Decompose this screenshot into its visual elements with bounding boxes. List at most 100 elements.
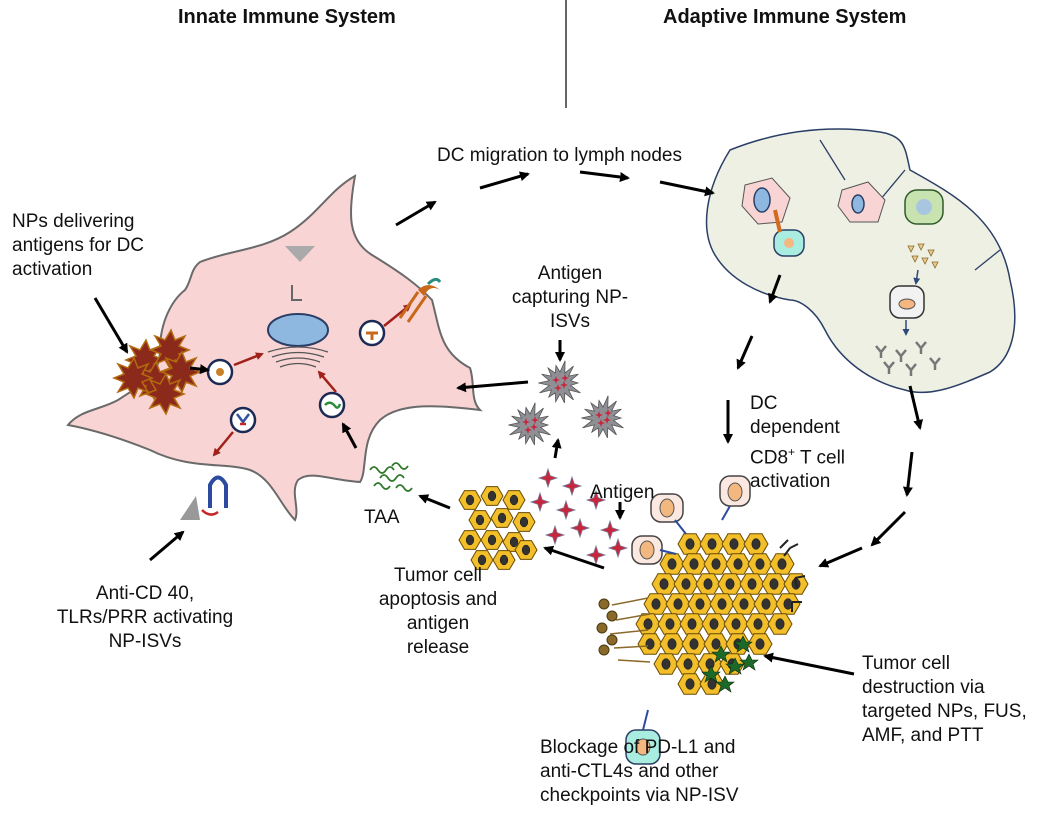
receptor-bottom (180, 475, 228, 520)
taa-fragments (369, 462, 413, 492)
golgi-apparatus (267, 346, 329, 368)
tumor-cell (721, 533, 747, 555)
tumor-t-cell-1 (650, 493, 687, 535)
antigen-sparkle (537, 467, 559, 489)
receptor-top-right (398, 277, 442, 323)
ln-dendritic-cell-2 (837, 181, 886, 223)
tumor-cell (745, 613, 771, 635)
apoptotic-cell (502, 490, 526, 510)
dc-nucleus (267, 313, 329, 347)
apoptotic-cell (480, 486, 504, 506)
tumor-cell (657, 613, 683, 635)
np-isv-particles (508, 360, 624, 446)
tumor-cell (739, 573, 765, 595)
apoptotic-cell (490, 508, 514, 528)
tumor-cell (767, 613, 793, 635)
tumor-cluster (609, 533, 809, 695)
tumor-cell (743, 533, 769, 555)
tumor-cell (677, 673, 703, 695)
tumor-cell (635, 613, 661, 635)
tumor-apoptosis-label: Tumor cell apoptosis and antigen release (378, 565, 498, 658)
np-delivering-label: NPs delivering antigens for DC activatio… (12, 211, 145, 280)
blockage-label: Blockage of PD-L1 and anti-CTL4s and oth… (540, 737, 739, 806)
ln-b-cell (904, 189, 944, 225)
apoptotic-cell (458, 530, 482, 550)
tumor-cell (659, 553, 685, 575)
tumor-cell (681, 553, 707, 575)
endosome-3 (229, 406, 257, 434)
tumor-cell (747, 633, 773, 655)
np-tether (613, 645, 649, 649)
tumor-cell (717, 573, 743, 595)
antigen-sparkle (544, 524, 566, 546)
np-antigen-cluster (111, 328, 203, 416)
apoptotic-cell (480, 530, 504, 550)
antigen-sparkle (607, 537, 629, 559)
tumor-cell (677, 533, 703, 555)
dc-dependent-label: DC dependent CD8+ T cell activation (750, 393, 846, 493)
tumor-cell (699, 533, 725, 555)
np-tether (609, 629, 649, 635)
tumor-cell (731, 593, 757, 615)
antigen-label: Antigen (590, 482, 655, 503)
taa-label: TAA (364, 507, 400, 528)
tumor-cell (753, 593, 779, 615)
endosome-1 (206, 358, 234, 386)
endosome-2 (358, 319, 386, 347)
tumor-t-cell-4 (625, 709, 661, 765)
tumor-cell (665, 593, 691, 615)
antigen-sparkle (569, 517, 591, 539)
ln-t-cell-1 (773, 209, 805, 257)
tumor-cell (673, 573, 699, 595)
np-isv (581, 395, 624, 439)
innate-immune-header: Innate Immune System (178, 6, 396, 28)
flow-arrows (93, 170, 924, 676)
tumor-cell (761, 573, 787, 595)
tumor-cell (775, 593, 801, 615)
apoptotic-cell (514, 540, 538, 560)
tumor-cell (725, 553, 751, 575)
dendritic-cell (66, 174, 483, 522)
apoptotic-cell (468, 510, 492, 530)
tumor-destruction-label: Tumor cell destruction via targeted NPs,… (862, 653, 1027, 746)
ln-plasma-cell (889, 285, 925, 319)
apoptotic-cell (512, 512, 536, 532)
fus-nps-left (596, 598, 618, 656)
np-isv (508, 402, 551, 446)
antigen-sparkle (585, 544, 607, 566)
tumor-cell (695, 573, 721, 595)
ln-antibodies (875, 341, 941, 376)
tumor-cell (653, 653, 679, 675)
tumor-cell (687, 593, 713, 615)
free-antigens (529, 467, 629, 566)
np-tether (617, 659, 651, 663)
antigen-sparkle (561, 475, 583, 497)
ln-dendritic-cell-1 (741, 177, 791, 225)
tumor-cell (709, 593, 735, 615)
tumor-t-cell-3 (631, 535, 677, 565)
tumor-cell (681, 633, 707, 655)
antigen-capturing-label: Antigen capturing NP- ISVs (511, 263, 629, 332)
ptt-stars (701, 635, 759, 693)
antigen-sparkle (555, 499, 577, 521)
dc-migration-label: DC migration to lymph nodes (437, 145, 682, 166)
lymph-node (705, 128, 1016, 394)
apoptotic-tumor-cells (458, 486, 538, 570)
np-tether (611, 597, 649, 606)
tumor-cell (703, 633, 729, 655)
tumor-cell (637, 633, 663, 655)
anti-cd40-label: Anti-CD 40, TLRs/PRR activating NP-ISVs (56, 583, 234, 652)
antigen-sparkle (529, 491, 551, 513)
np-isv (538, 360, 581, 404)
tumor-cell (701, 613, 727, 635)
apoptotic-cell (458, 490, 482, 510)
tumor-cell (723, 613, 749, 635)
tumor-cell (703, 553, 729, 575)
tumor-cell (747, 553, 773, 575)
tumor-t-cell-2 (719, 475, 751, 521)
ln-antigen-triangles (907, 243, 939, 269)
receptor-top (285, 246, 315, 301)
checkpoint-antibodies (779, 539, 806, 612)
